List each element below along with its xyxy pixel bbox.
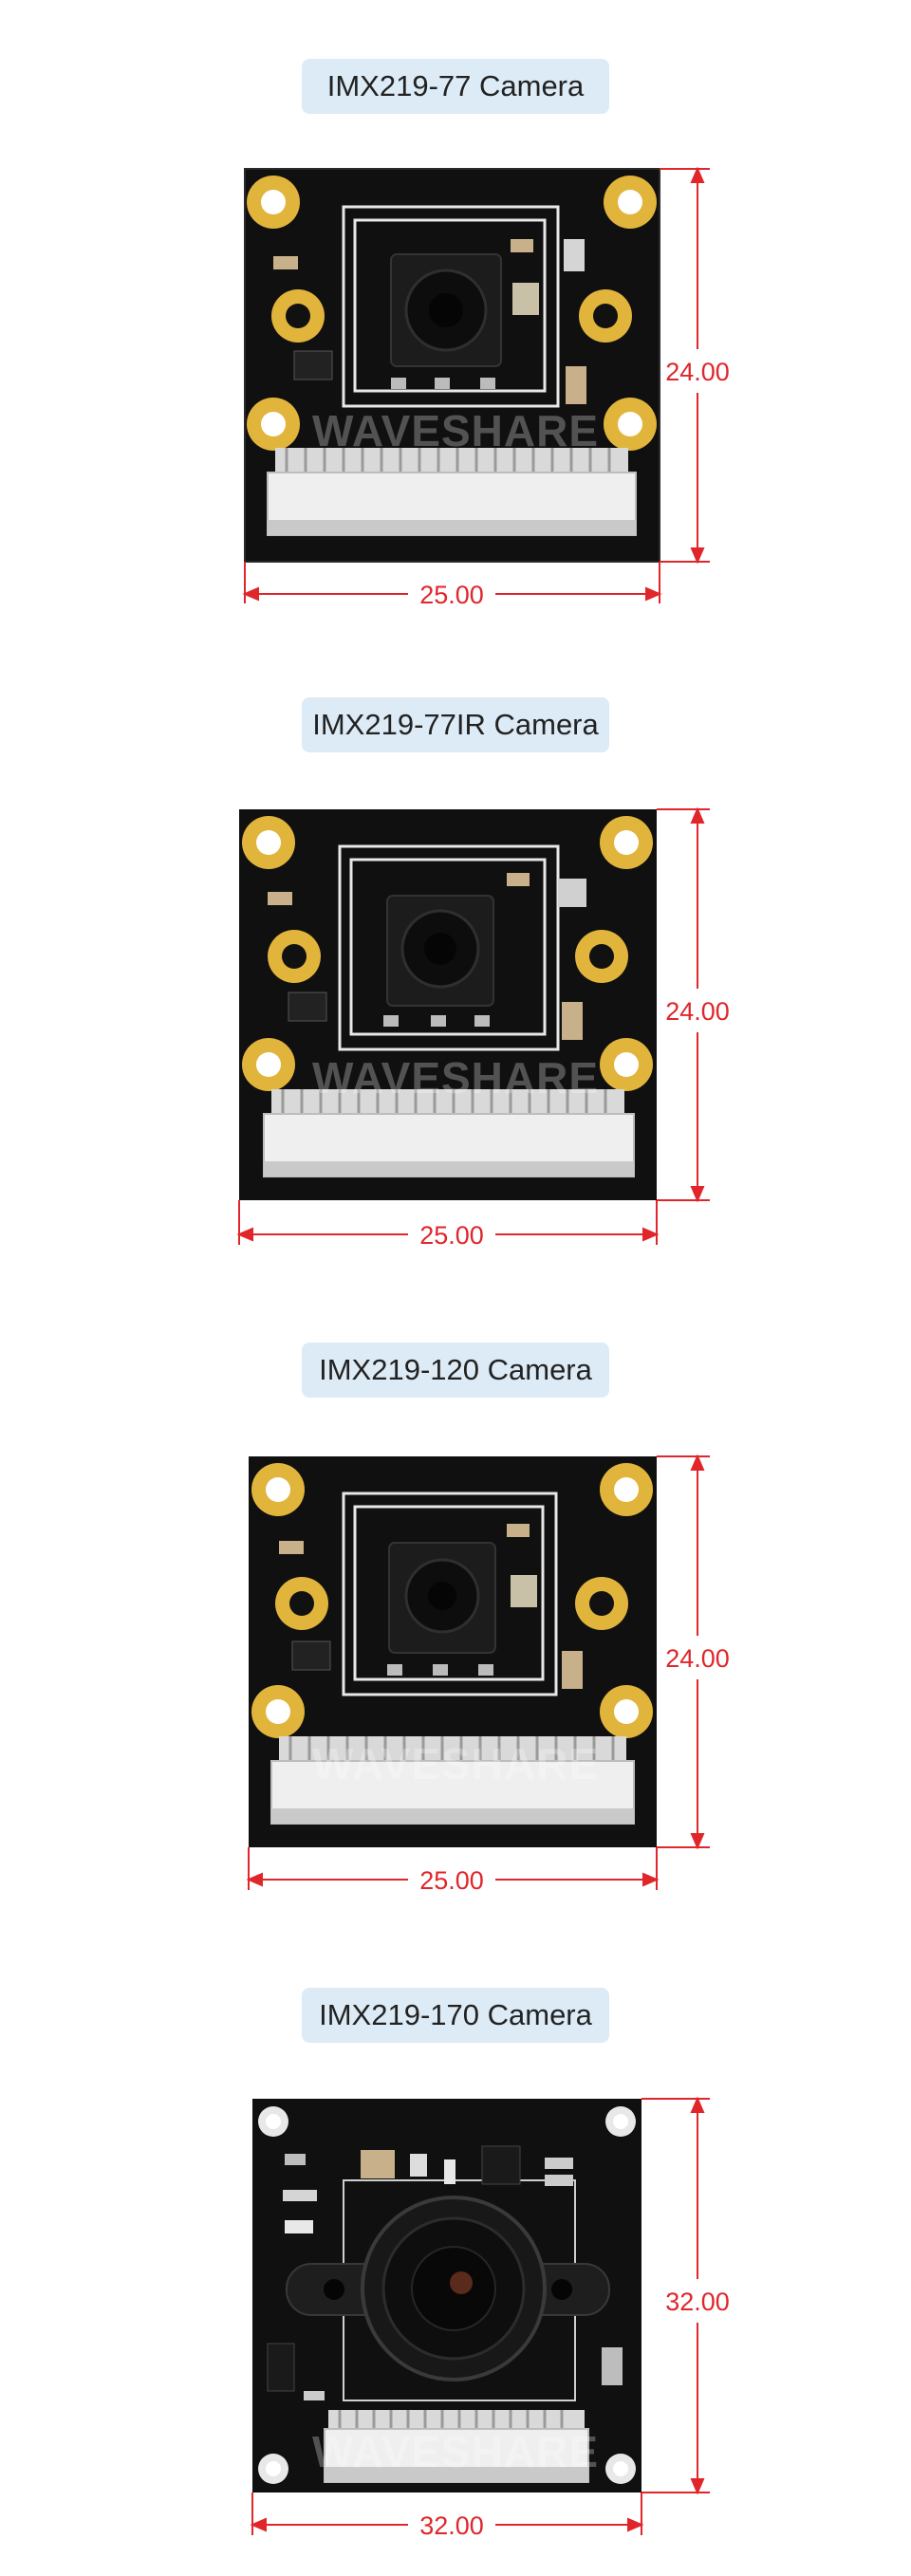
gold-corner-pads [242, 816, 653, 1091]
height-dimension-label: 24.00 [665, 1644, 730, 1673]
watermark: WAVESHARE [312, 2427, 599, 2476]
section-title: IMX219-170 Camera [302, 1988, 609, 2043]
smd-components [273, 239, 586, 404]
height-dimension-label: 24.00 [665, 997, 730, 1026]
smd-components [268, 873, 586, 1040]
watermark: WAVESHARE [312, 1053, 599, 1103]
ffc-connector [267, 448, 637, 536]
camera-section-3: IMX219-120 Camera [0, 1290, 911, 1936]
section-title: IMX219-77IR Camera [302, 697, 609, 752]
camera-section-4: IMX219-170 Camera [0, 1936, 911, 2576]
mounting-holes [258, 2106, 636, 2484]
width-dimension-label: 25.00 [419, 1866, 484, 1895]
smd-components [279, 1524, 583, 1689]
silkscreen-outline [338, 844, 560, 1051]
camera-board-diagram: WAVESHARE 32.00 32.00 [250, 2096, 730, 2540]
section-title: IMX219-120 Camera [302, 1343, 609, 1398]
camera-section-2: IMX219-77IR Camera [0, 645, 911, 1290]
camera-lens-holder [388, 1542, 496, 1654]
smd-components [267, 2145, 623, 2400]
width-dimension-label: 25.00 [419, 581, 484, 609]
width-dimension-label: 32.00 [419, 2511, 484, 2540]
ffc-connector [263, 1089, 635, 1177]
dimension-lines [236, 806, 710, 1245]
height-dimension-label: 32.00 [665, 2288, 730, 2316]
ffc-connector [270, 1736, 635, 1825]
section-title: IMX219-77 Camera [302, 59, 609, 114]
camera-section-1: IMX219-77 Camera [0, 0, 911, 645]
gold-corner-pads [247, 176, 657, 451]
dimension-lines [242, 166, 710, 603]
watermark: WAVESHARE [312, 406, 599, 455]
camera-board-diagram: WAVESHARE 24.00 25.00 [242, 166, 730, 609]
camera-board-diagram: WAVESHARE 24.00 25.00 [246, 1454, 730, 1895]
gold-corner-pads [251, 1463, 653, 1738]
fisheye-lens [286, 2196, 610, 2381]
silkscreen-outline [342, 1492, 558, 1696]
dimension-lines [246, 1454, 710, 1890]
dimension-lines [250, 2096, 710, 2535]
height-dimension-label: 24.00 [665, 358, 730, 386]
width-dimension-label: 25.00 [419, 1221, 484, 1250]
camera-board-diagram: WAVESHARE 24.00 25.00 [236, 806, 730, 1250]
silkscreen-outline [342, 205, 560, 408]
camera-lens-holder [386, 895, 494, 1007]
watermark: WAVESHARE [312, 1739, 599, 1788]
ffc-connector [324, 2410, 589, 2483]
camera-lens-holder [390, 253, 502, 367]
